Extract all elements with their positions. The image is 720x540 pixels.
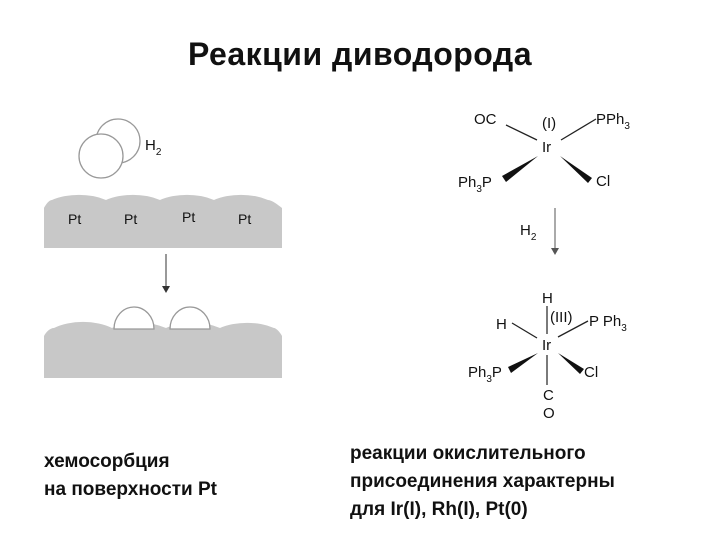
cl-ligand-label: Cl xyxy=(596,173,610,190)
ph3p-ligand-label-2: Ph3P xyxy=(468,364,502,385)
metal-label-2: Ir xyxy=(542,337,551,354)
pt-surface-top xyxy=(44,194,282,248)
h2-reagent-label: H2 xyxy=(520,222,537,243)
cl-ligand-label-2: Cl xyxy=(584,364,598,381)
co-o-label: O xyxy=(543,405,555,422)
h-left-label: H xyxy=(496,316,507,333)
chemisorption-caption: хемосорбция на поверхности Pt xyxy=(44,451,217,500)
page-title: Реакции диводорода xyxy=(187,36,533,72)
co-ligand-label: OC xyxy=(474,111,497,128)
oxidation-state-label-2: (III) xyxy=(550,309,573,326)
h-top-label: H xyxy=(542,290,553,307)
pt-label-4: Pt xyxy=(238,211,251,227)
metal-label: Ir xyxy=(542,139,551,156)
pph3-ligand-label-2: P Ph3 xyxy=(589,313,627,334)
adsorbed-h-atoms xyxy=(113,306,211,330)
pt-label-1: Pt xyxy=(68,211,81,227)
down-arrow-icon xyxy=(162,254,170,293)
pph3-ligand-label: PPh3 xyxy=(596,111,630,132)
h2-molecule xyxy=(78,118,141,179)
reaction-arrow-icon xyxy=(551,208,559,255)
pt-surface-bottom xyxy=(44,321,282,378)
complex-1: OC (I) Ir PPh3 Ph3P Cl xyxy=(458,111,630,195)
ph3p-ligand-label: Ph3P xyxy=(458,174,492,195)
co-c-label: C xyxy=(543,387,554,404)
h2-label: H2 xyxy=(145,137,162,158)
oxidative-addition-caption: реакции окислительного присоединения хар… xyxy=(350,443,615,520)
pt-label-3: Pt xyxy=(182,209,195,225)
oxidation-state-label: (I) xyxy=(542,115,556,132)
complex-2: H H (III) P Ph3 Ir Ph3P Cl C O xyxy=(468,290,627,422)
pt-label-2: Pt xyxy=(124,211,137,227)
